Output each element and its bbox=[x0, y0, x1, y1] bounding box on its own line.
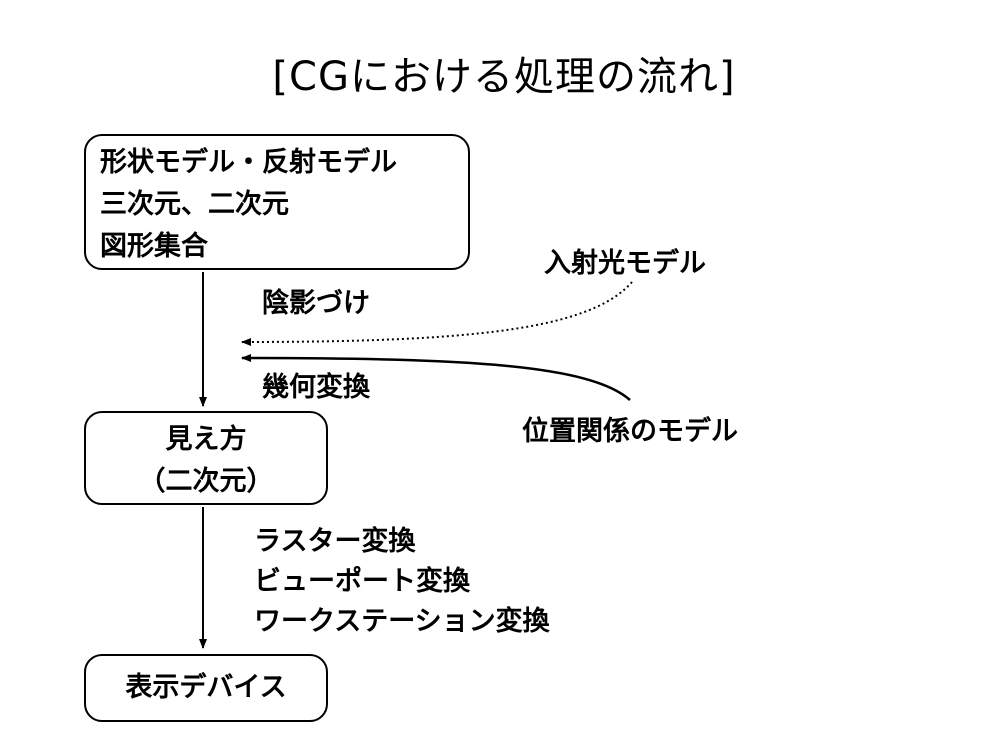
model-box-line: 形状モデル・反射モデル bbox=[100, 147, 397, 178]
shading-label: 陰影づけ bbox=[262, 288, 370, 319]
slide-title: [CGにおける処理の流れ] bbox=[272, 54, 736, 100]
viewport-transform-label: ビューポート変換 bbox=[254, 566, 470, 597]
display-box: 表示デバイス bbox=[84, 654, 328, 722]
display-box-line: 表示デバイス bbox=[125, 672, 287, 703]
model-box-line: 図形集合 bbox=[100, 231, 208, 262]
appearance-box-line: 見え方 bbox=[165, 424, 247, 455]
raster-transform-label: ラスター変換 bbox=[254, 526, 416, 557]
appearance-box: 見え方 （二次元） bbox=[84, 411, 328, 505]
arrow-position-model bbox=[241, 354, 631, 401]
model-box: 形状モデル・反射モデル 三次元、二次元 図形集合 bbox=[84, 134, 470, 270]
position-model-label: 位置関係のモデル bbox=[522, 416, 738, 447]
arrow-light-model bbox=[241, 281, 633, 346]
model-box-line: 三次元、二次元 bbox=[100, 189, 289, 220]
light-model-label: 入射光モデル bbox=[544, 248, 706, 279]
workstation-transform-label: ワークステーション変換 bbox=[254, 606, 550, 637]
geometric-transform-label: 幾何変換 bbox=[262, 372, 370, 403]
appearance-box-line: （二次元） bbox=[138, 466, 274, 497]
